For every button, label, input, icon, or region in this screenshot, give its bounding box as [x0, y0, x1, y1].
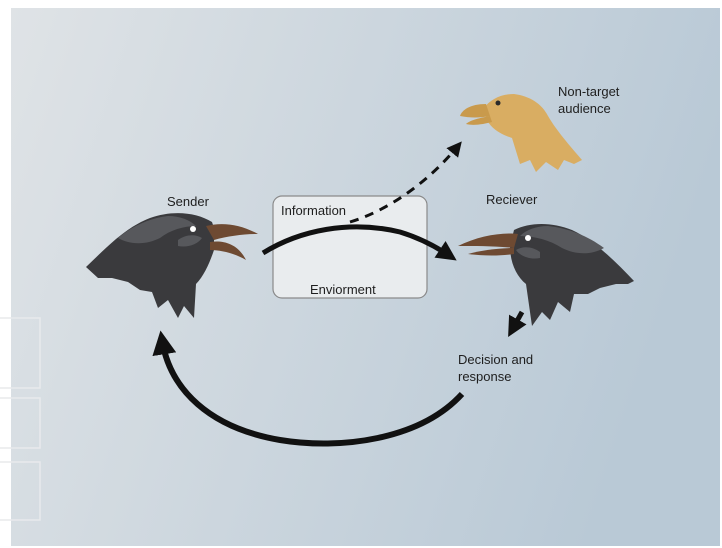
non-target-dashed-arrow	[349, 141, 462, 224]
decision-response-label: Decision and response	[458, 352, 534, 384]
sender-bird	[86, 213, 258, 318]
information-label: Information	[281, 203, 347, 218]
sender-label: Sender	[167, 194, 209, 209]
environment-label: Enviorment	[310, 282, 376, 297]
non-target-audience-label: Non-target audience	[558, 84, 620, 116]
non-target-bird	[460, 94, 582, 172]
response-feedback-arrow	[152, 330, 465, 447]
information-arrow	[261, 224, 457, 261]
decorative-frame-lines	[0, 317, 41, 521]
receiver-label: Reciever	[486, 192, 538, 207]
receiver-bird	[458, 224, 634, 326]
decision-arrow	[508, 310, 527, 337]
